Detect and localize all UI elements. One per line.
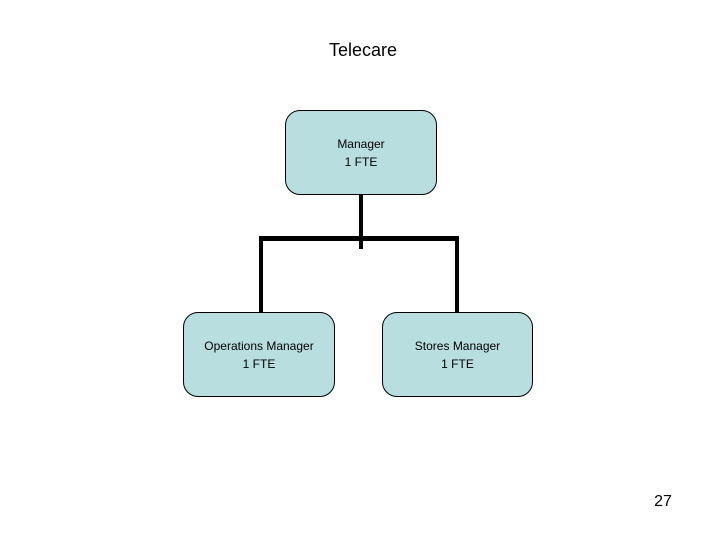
page-number: 27 <box>654 493 672 510</box>
connector-horizontal <box>259 236 459 241</box>
org-box-manager-name: Manager <box>337 136 385 151</box>
org-box-stores-manager-fte: 1 FTE <box>441 356 474 371</box>
connector-drop-left <box>259 236 263 313</box>
org-box-stores-manager-name: Stores Manager <box>414 338 501 353</box>
org-box-manager-fte: 1 FTE <box>344 154 378 169</box>
slide-title: Telecare <box>328 40 398 60</box>
org-box-manager: Manager 1 FTE <box>285 110 437 195</box>
org-box-stores-manager: Stores Manager 1 FTE <box>382 312 533 397</box>
org-box-operations-manager-name: Operations Manager <box>204 338 314 353</box>
connector-drop-right <box>455 236 459 313</box>
org-box-operations-manager: Operations Manager 1 FTE <box>183 312 335 397</box>
org-box-operations-manager-fte: 1 FTE <box>242 356 276 371</box>
connector-root-stub <box>359 195 363 249</box>
